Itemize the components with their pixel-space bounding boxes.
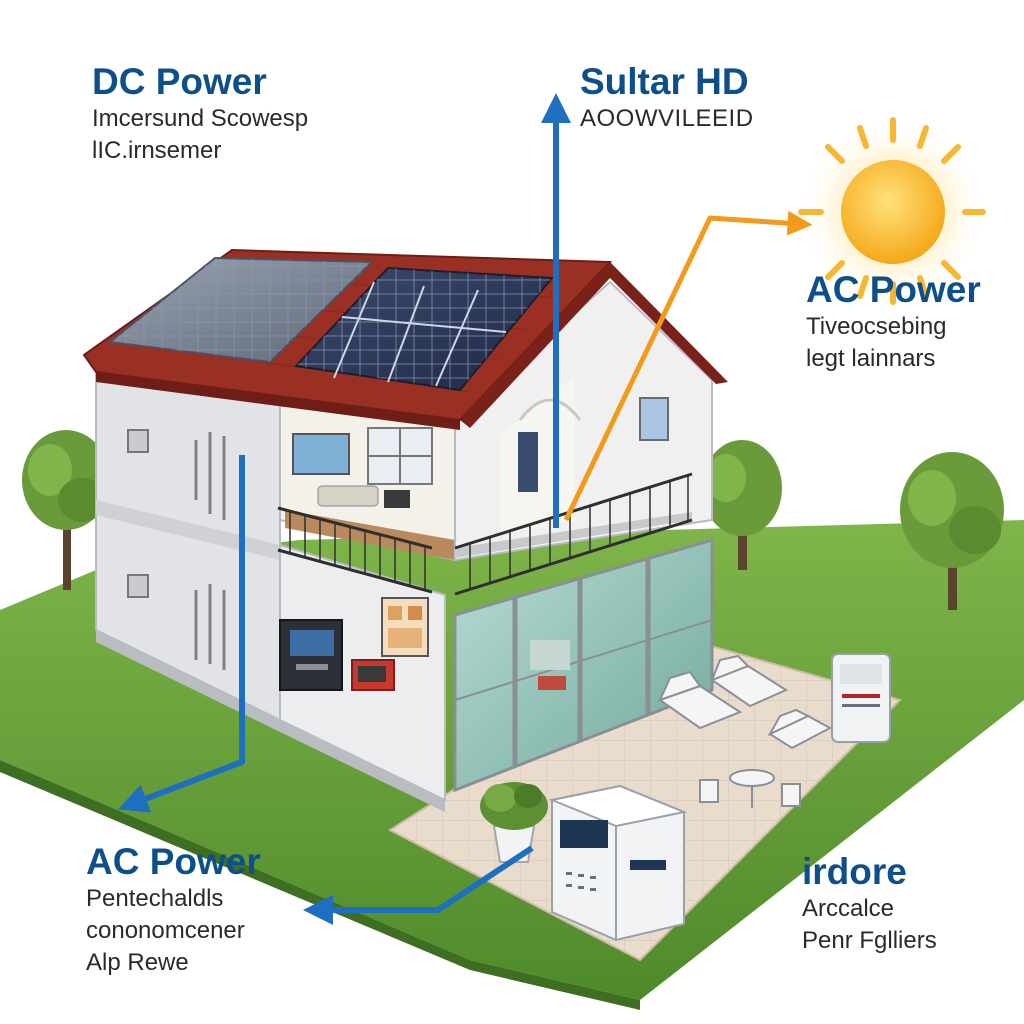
storage-title: irdore: [802, 851, 907, 892]
tree-icon: [22, 430, 110, 590]
tree-icon: [900, 452, 1004, 610]
balcony-railing: [277, 472, 693, 596]
storage-line-2: Penr Fglliers: [802, 927, 937, 955]
solar-hd-title: Sultar HD: [580, 61, 749, 102]
tree-icon: [702, 440, 782, 570]
dc-power-line-2: lIC.irnsemer: [92, 137, 222, 165]
battery-unit-icon: [548, 784, 688, 942]
dc-power-arrow: [117, 455, 245, 813]
lounge-chair-icon: [657, 654, 833, 750]
ac-power-bottom-line-1: Pentechaldls: [86, 884, 224, 912]
ac-power-top-line-2: legt lainnars: [806, 345, 936, 373]
ac-power-bottom-label: AC Power Pentechaldls cononomcener Alp R…: [86, 841, 261, 980]
ac-power-top-title: AC Power: [806, 269, 981, 310]
dc-power-line-1: Imcersund Scowesp: [92, 104, 309, 132]
ac-power-arrow: [303, 845, 534, 925]
ac-power-top-label: AC Power Tiveocsebing legt lainnars: [806, 269, 981, 375]
storage-line-1: Arccalce: [802, 894, 895, 922]
solar-panel-icon: [107, 256, 375, 364]
ac-power-top-line-1: Tiveocsebing: [806, 312, 947, 340]
solar-hd-line-1: AOOWVILEEID: [580, 104, 754, 132]
ac-power-bottom-line-3: Alp Rewe: [86, 949, 189, 977]
storage-label: irdore Arccalce Penr Fglliers: [802, 851, 937, 957]
sun-icon: [798, 117, 988, 307]
sunlight-arrow: [563, 210, 813, 522]
inverter-icon: [279, 619, 395, 691]
patio-table: [699, 769, 801, 808]
solar-panel-icon: [293, 266, 555, 392]
ac-power-bottom-title: AC Power: [86, 841, 261, 882]
ac-power-bottom-line-2: cononomcener: [86, 917, 245, 945]
dc-power-label: DC Power Imcersund Scowesp lIC.irnsemer: [92, 61, 309, 167]
solar-hd-label: Sultar HD AOOWVILEEID: [580, 61, 754, 135]
dc-power-title: DC Power: [92, 61, 267, 102]
battery-unit-icon: [831, 653, 891, 743]
potted-plant-icon: [480, 782, 548, 863]
